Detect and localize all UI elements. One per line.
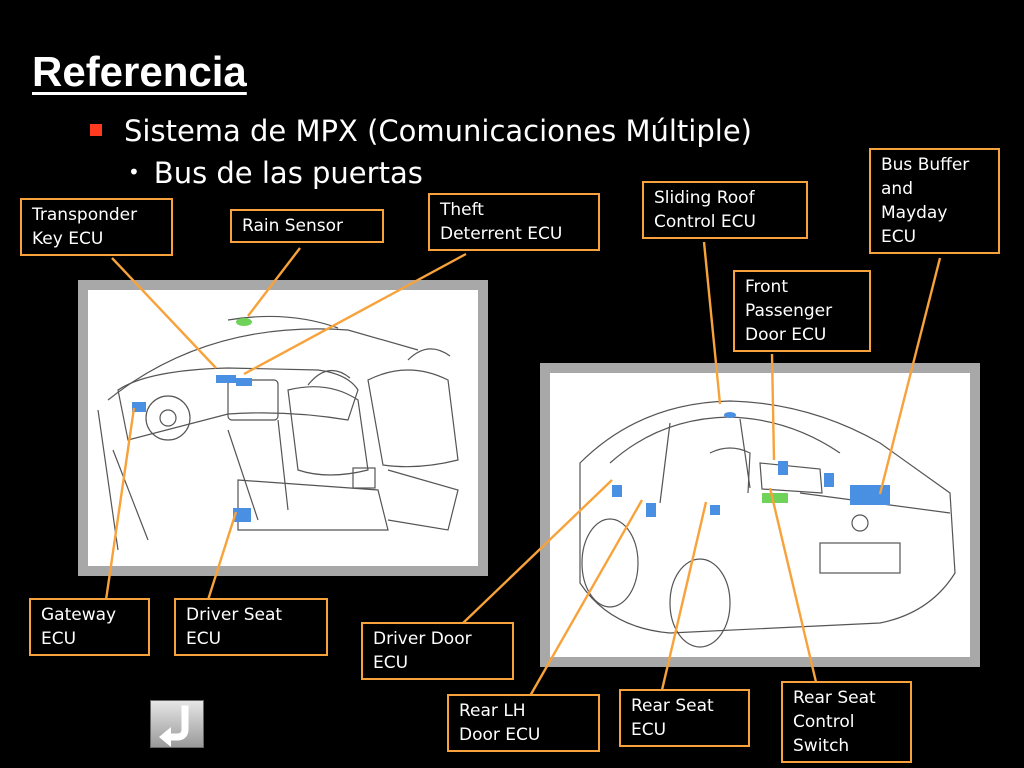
interior-diagram-panel — [78, 280, 488, 576]
label-line: Rear LH — [459, 701, 526, 721]
leader-line-bus-buffer — [878, 257, 942, 495]
label-rain-sensor: Rain Sensor — [230, 209, 384, 243]
label-line: ECU — [186, 629, 222, 649]
gateway-ecu-marker — [132, 402, 146, 412]
label-line: Rain Sensor — [242, 216, 344, 236]
label-line: Rear Seat — [793, 688, 876, 708]
vehicle-diagram-panel — [540, 363, 980, 667]
bullet-main: Sistema de MPX (Comunicaciones Múltiple) — [90, 114, 752, 148]
label-line: Front — [745, 277, 788, 297]
leader-line-rear-lh-door — [528, 499, 644, 697]
label-line: Mayday — [881, 203, 948, 223]
label-line: Sliding Roof — [654, 188, 755, 208]
label-bus-buffer-mayday-ecu: Bus Buffer and Mayday ECU — [869, 148, 1000, 254]
leader-line-rain-sensor — [247, 247, 301, 317]
interior-diagram-canvas — [88, 290, 478, 566]
label-line: Rear Seat — [631, 696, 714, 716]
label-rear-lh-door-ecu: Rear LH Door ECU — [447, 694, 600, 752]
label-line: ECU — [631, 720, 667, 740]
leader-line-driver-door — [461, 479, 613, 625]
driver-seat-ecu-marker — [233, 508, 251, 522]
label-line: Transponder — [32, 205, 138, 225]
label-front-passenger-door-ecu: Front Passenger Door ECU — [733, 270, 871, 352]
driver-door-ecu-marker — [612, 485, 622, 497]
label-rear-seat-ecu: Rear Seat ECU — [619, 689, 750, 747]
leader-line-theft-deterrent — [243, 252, 467, 376]
front-passenger-door-ecu-marker — [778, 461, 788, 475]
bullet-main-text: Sistema de MPX (Comunicaciones Múltiple) — [124, 114, 752, 148]
leader-line-rear-seat-switch — [768, 487, 818, 683]
label-line: Driver Seat — [186, 605, 283, 625]
transponder-key-ecu-marker — [216, 375, 236, 383]
label-theft-deterrent-ecu: Theft Deterrent ECU — [428, 193, 600, 251]
label-driver-door-ecu: Driver Door ECU — [361, 622, 514, 680]
theft-deterrent-ecu-marker — [236, 378, 252, 386]
leader-line-gateway — [104, 407, 136, 601]
label-line: Theft — [440, 200, 484, 220]
bullet-square-icon — [90, 124, 102, 136]
label-line: Driver Door — [373, 629, 472, 649]
leader-line-sliding-roof — [702, 241, 722, 405]
rear-lh-door-ecu-marker — [646, 503, 656, 517]
slide-title: Referencia — [32, 48, 247, 95]
label-line: ECU — [881, 227, 917, 247]
leader-line-driver-seat — [206, 511, 238, 601]
leader-line-rear-seat — [660, 501, 708, 691]
label-line: and — [881, 179, 913, 199]
label-line: Control ECU — [654, 212, 756, 232]
leader-line-front-passenger — [770, 353, 776, 461]
label-driver-seat-ecu: Driver Seat ECU — [174, 598, 328, 656]
return-arrow-icon — [159, 705, 189, 747]
label-rear-seat-control-switch: Rear Seat Control Switch — [781, 681, 912, 763]
label-line: Door ECU — [745, 325, 827, 345]
label-sliding-roof-control-ecu: Sliding Roof Control ECU — [642, 181, 808, 239]
rear-seat-marker-a — [824, 473, 834, 487]
label-line: ECU — [373, 653, 409, 673]
label-line: ECU — [41, 629, 77, 649]
label-line: Control — [793, 712, 855, 732]
leader-line-transponder — [111, 257, 217, 369]
label-line: Gateway — [41, 605, 117, 625]
label-line: Switch — [793, 736, 850, 756]
vehicle-drawing — [579, 400, 956, 648]
return-button[interactable] — [150, 700, 204, 748]
label-line: Key ECU — [32, 229, 104, 249]
label-line: Passenger — [745, 301, 833, 321]
label-line: Door ECU — [459, 725, 541, 745]
rear-seat-control-switch-marker — [762, 493, 788, 503]
label-gateway-ecu: Gateway ECU — [29, 598, 150, 656]
rain-sensor-marker — [236, 318, 252, 326]
bullet-dot-icon: • — [128, 160, 140, 184]
vehicle-diagram-canvas — [550, 373, 970, 657]
interior-drawing — [97, 315, 459, 551]
rear-seat-ecu-marker — [710, 505, 720, 515]
bullet-sub: • Bus de las puertas — [128, 156, 423, 190]
label-transponder-key-ecu: Transponder Key ECU — [20, 198, 173, 256]
sliding-roof-ecu-marker — [724, 412, 736, 418]
label-line: Bus Buffer — [881, 155, 970, 175]
bullet-sub-text: Bus de las puertas — [153, 156, 423, 190]
label-line: Deterrent ECU — [440, 224, 563, 244]
